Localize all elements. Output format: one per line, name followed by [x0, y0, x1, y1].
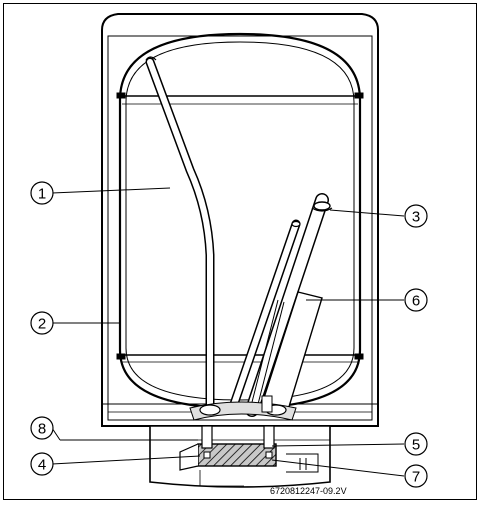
callout-6-label: 6 — [412, 293, 420, 310]
callout-7: 7 — [404, 464, 428, 488]
callout-3-label: 3 — [412, 209, 420, 226]
anode-tube — [245, 193, 333, 417]
outer-casing — [101, 13, 379, 427]
callout-1-label: 1 — [38, 186, 46, 203]
callout-7-label: 7 — [412, 469, 420, 486]
callout-leaders — [51, 187, 405, 477]
callout-2: 2 — [30, 311, 54, 335]
callout-5: 5 — [404, 432, 428, 456]
callout-8-label: 8 — [38, 421, 46, 438]
bottom-cover — [130, 425, 350, 488]
cold-water-tube — [227, 219, 301, 415]
callout-3: 3 — [404, 204, 428, 228]
callout-8: 8 — [30, 416, 54, 440]
hot-water-pipe — [145, 56, 215, 410]
flange-assembly — [189, 395, 297, 421]
figure-reference: 6720812247-09.2V — [270, 486, 347, 496]
callout-4: 4 — [30, 452, 54, 476]
callout-4-label: 4 — [38, 457, 46, 474]
callout-1: 1 — [30, 181, 54, 205]
callout-6: 6 — [404, 288, 428, 312]
callout-5-label: 5 — [412, 437, 420, 454]
callout-2-label: 2 — [38, 316, 46, 333]
